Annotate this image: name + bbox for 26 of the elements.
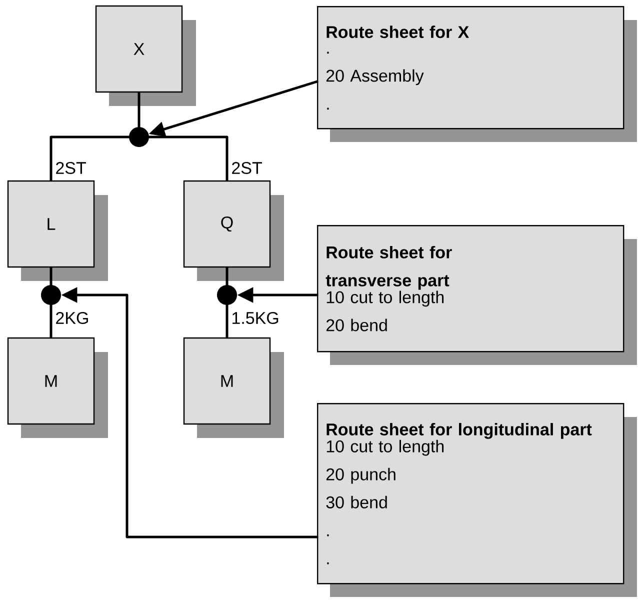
connector-line (148, 136, 228, 182)
route-sheet: Route sheet for transverse part 10 cut to length 20 bend (317, 225, 637, 365)
junction-dot (41, 285, 61, 305)
edge-label: 2KG (56, 312, 88, 324)
part-box: Q (183, 180, 284, 281)
connector-line (50, 266, 52, 286)
node-label: . (327, 562, 329, 564)
junction-dot (129, 127, 149, 147)
connector-line (50, 304, 52, 339)
connector-line (50, 136, 130, 182)
node-label: . (327, 534, 329, 536)
edge-label: 2ST (232, 162, 262, 174)
connector-line (226, 266, 228, 286)
part-box: L (7, 180, 108, 281)
edge-label: 1.5KG (232, 312, 278, 324)
junction-dot (217, 285, 237, 305)
connector-line (138, 91, 140, 128)
part-box: X (95, 5, 196, 106)
part-box: M (7, 337, 108, 438)
route-sheet: Route sheet for longitudinal part 10 cut to length 20 punch 30 bend . . (317, 403, 637, 597)
connector-line (226, 304, 228, 339)
node-label: . (327, 108, 329, 110)
edge-label: 2ST (56, 162, 86, 174)
node-label: . (327, 52, 329, 54)
route-sheet: Route sheet for X . 20 Assembly . (317, 6, 637, 142)
part-box: M (183, 337, 284, 438)
